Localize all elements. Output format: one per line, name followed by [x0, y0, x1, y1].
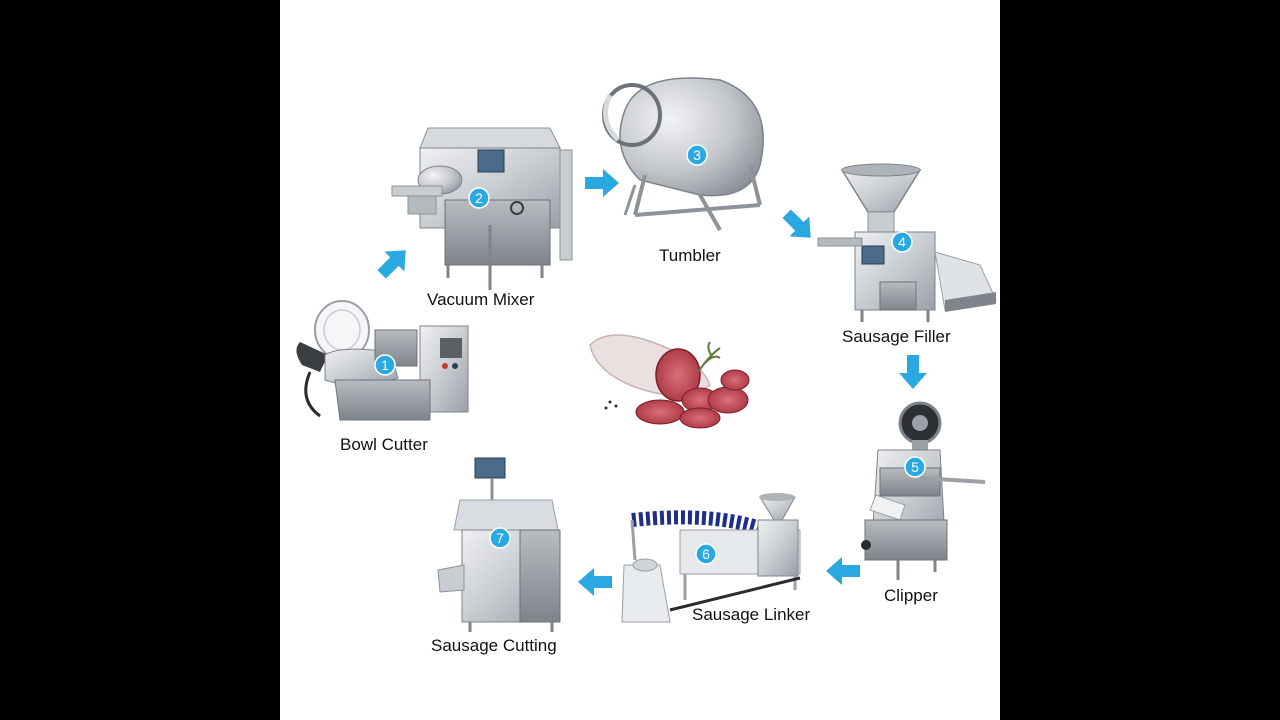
arrow-3-to-4 — [776, 203, 821, 248]
station-badge-3: 3 — [686, 144, 708, 166]
station-number: 7 — [496, 530, 504, 546]
label-sausage-filler: Sausage Filler — [842, 327, 951, 346]
arrow-6-to-7 — [578, 568, 612, 596]
salami-icon — [589, 334, 750, 429]
vacuum-mixer-icon — [391, 127, 573, 290]
station-badge-7: 7 — [489, 527, 511, 549]
station-badge-4: 4 — [891, 231, 913, 253]
arrow-4-to-5 — [899, 355, 927, 389]
sausage-filler-icon — [817, 163, 997, 322]
process-diagram: 1 2 3 4 5 6 7 — [296, 77, 997, 632]
station-badge-6: 6 — [695, 543, 717, 565]
label-tumbler: Tumbler — [659, 246, 721, 265]
label-sausage-cutting: Sausage Cutting — [431, 636, 557, 655]
label-bowl-cutter: Bowl Cutter — [340, 435, 428, 454]
arrow-5-to-6 — [826, 557, 860, 585]
station-number: 3 — [693, 147, 701, 163]
label-sausage-linker: Sausage Linker — [692, 605, 811, 624]
station-number: 6 — [702, 546, 710, 562]
bowl-cutter-icon — [296, 300, 469, 421]
sausage-cutting-icon — [437, 457, 561, 632]
station-number: 1 — [381, 357, 389, 373]
station-number: 2 — [475, 190, 483, 206]
arrow-2-to-3 — [585, 169, 619, 197]
station-number: 4 — [898, 234, 906, 250]
station-badge-1: 1 — [374, 354, 396, 376]
station-badge-2: 2 — [468, 187, 490, 209]
sausage-linker-icon — [621, 493, 801, 623]
station-badge-5: 5 — [904, 456, 926, 478]
station-number: 5 — [911, 459, 919, 475]
clipper-icon — [861, 401, 986, 580]
tumbler-icon — [602, 77, 764, 231]
arrow-1-to-2 — [371, 240, 416, 285]
label-vacuum-mixer: Vacuum Mixer — [427, 290, 535, 309]
diagram-canvas: 1 2 3 4 5 6 7 Bowl Cutter Vacuum Mixer T… — [280, 0, 1000, 720]
label-clipper: Clipper — [884, 586, 938, 605]
